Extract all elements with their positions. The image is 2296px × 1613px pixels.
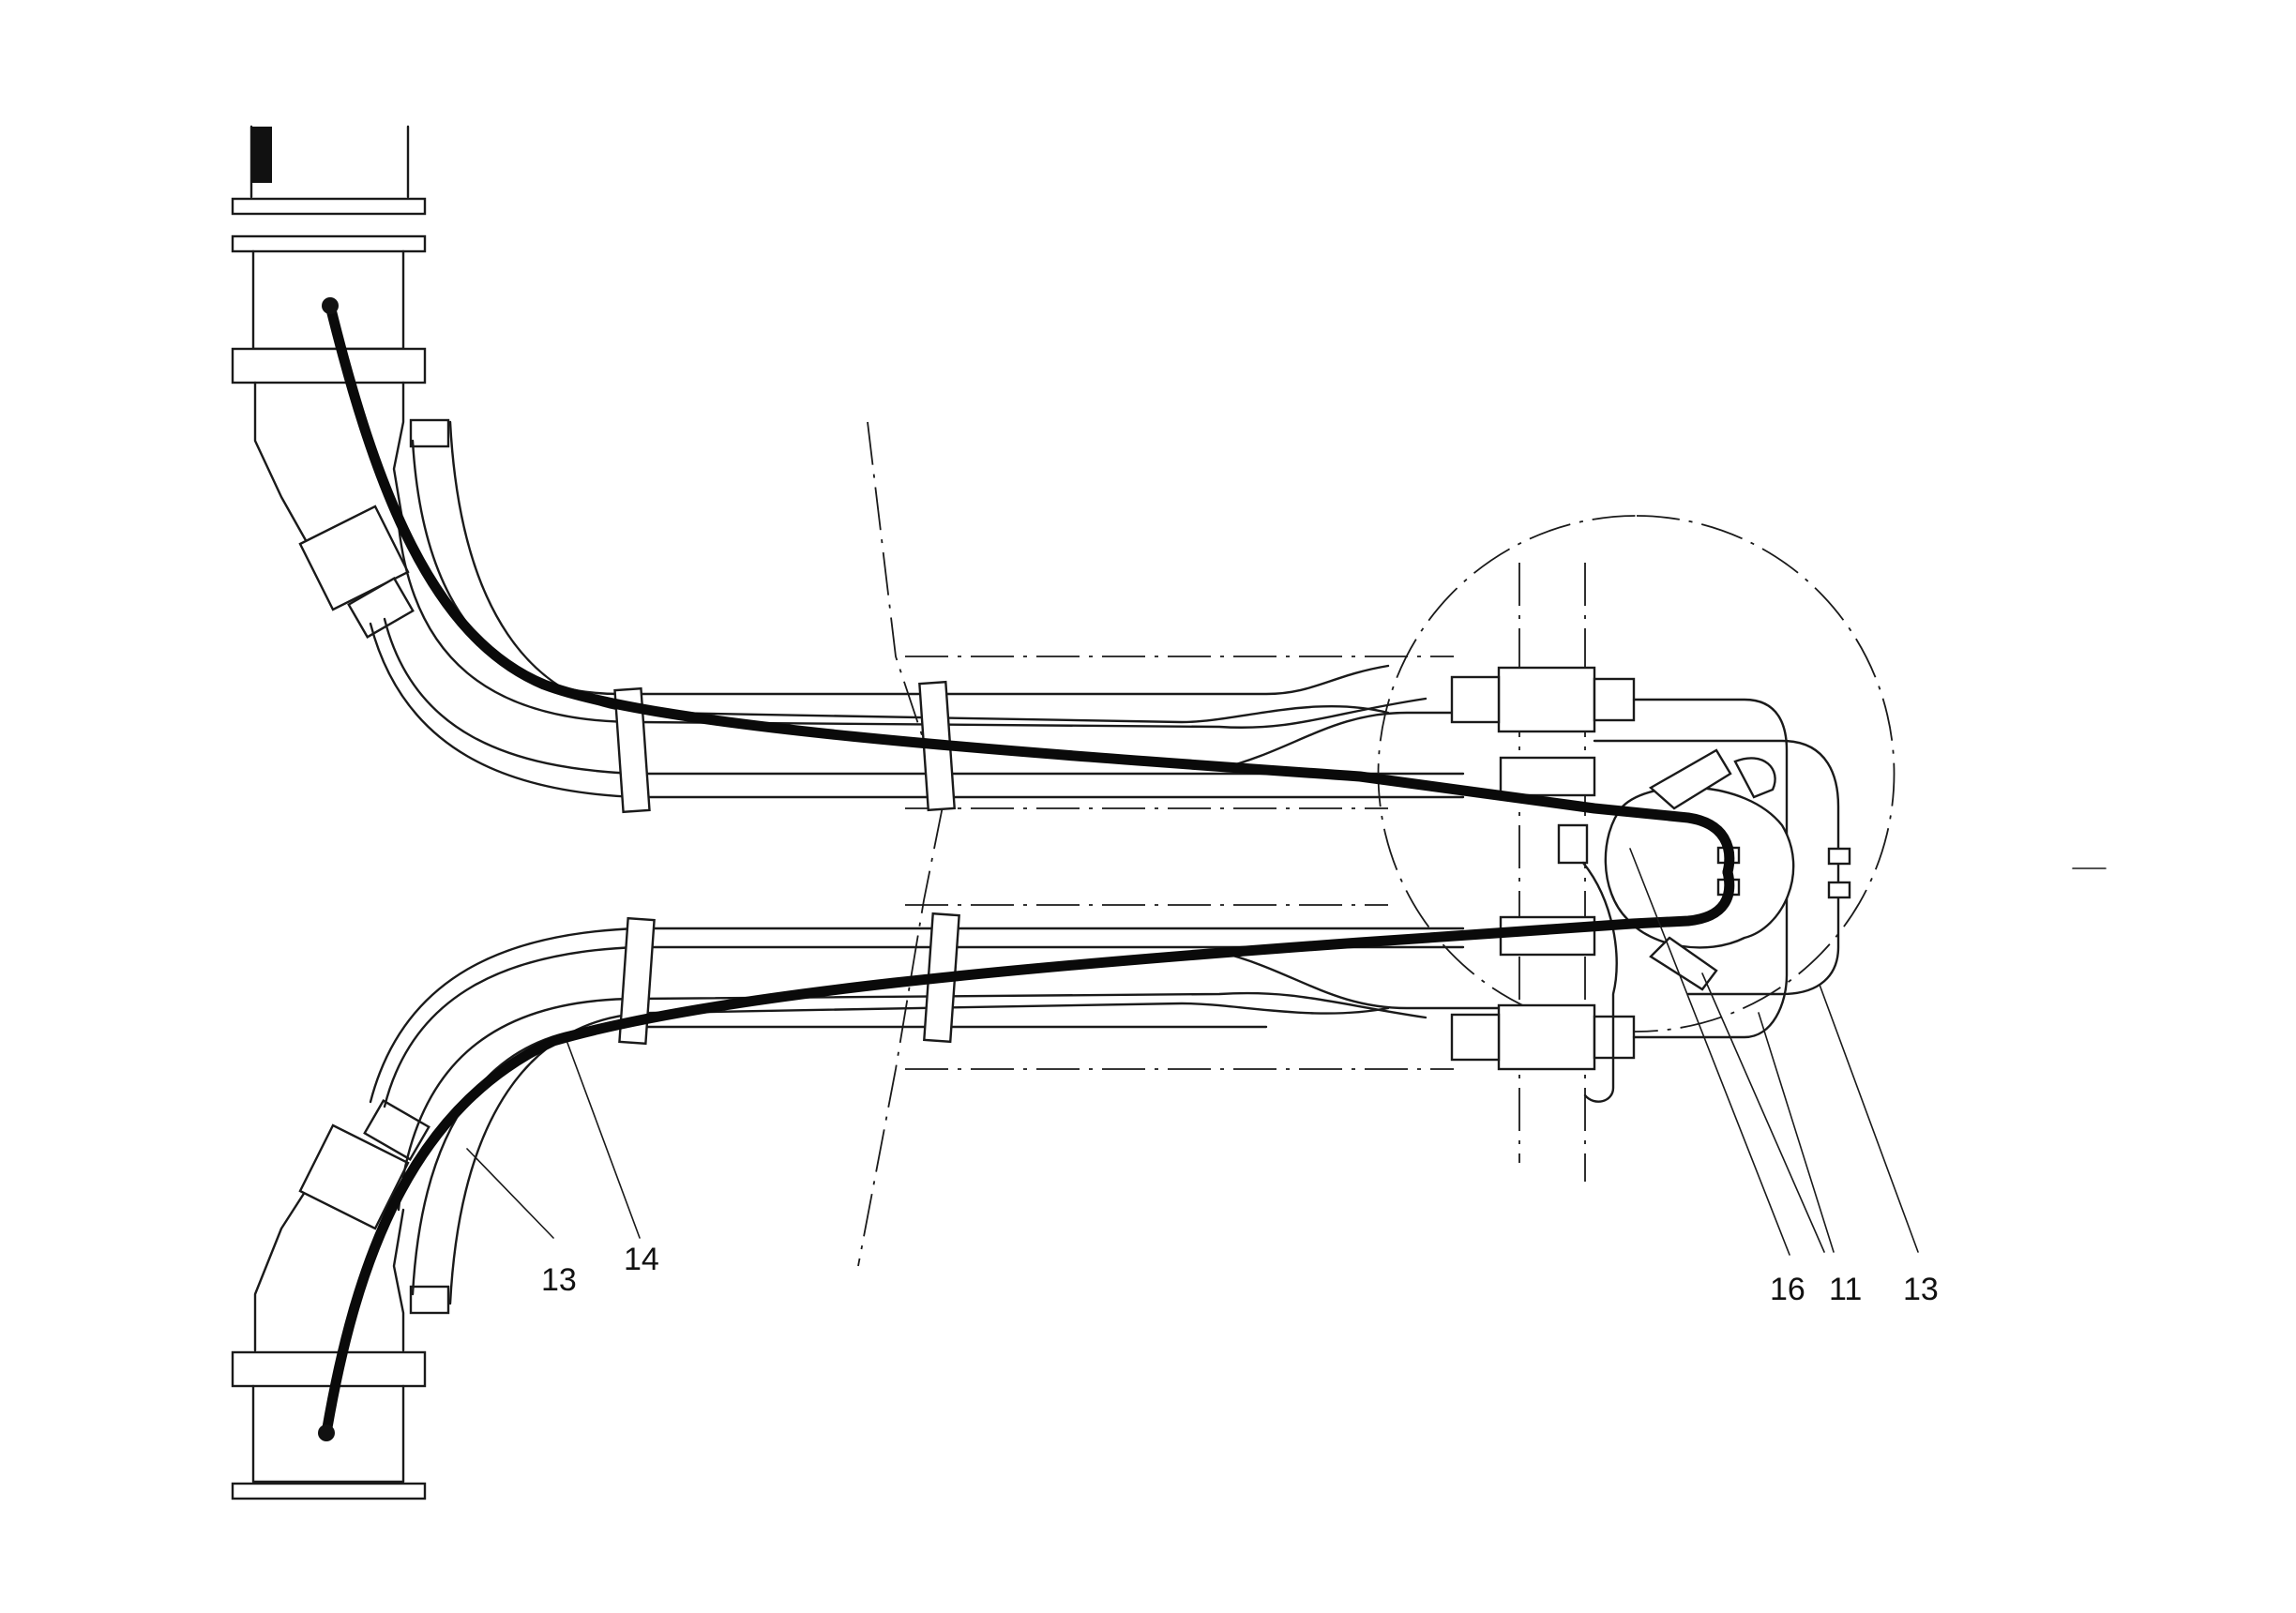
pump-assembly [1450, 666, 1851, 1103]
leader-14 [566, 1042, 641, 1239]
upper-tube-4 [369, 622, 1465, 799]
lower-valve-block [298, 1123, 410, 1230]
outer-loop-fitting-lower [1827, 881, 1851, 899]
callout-13-left: 13 [541, 1262, 577, 1298]
leader-16 [1629, 848, 1790, 1256]
clamp-lower-left [618, 916, 656, 1046]
vertical-centerline-upper [867, 421, 944, 807]
manifold-upper-left-nut [1450, 675, 1501, 724]
manifold-upper-right-nut [1593, 677, 1636, 722]
vertical-centerline-lower [857, 806, 944, 1267]
upper-tube-3 [383, 617, 1465, 776]
callout-14: 14 [624, 1242, 659, 1277]
leader-11-b [1758, 1012, 1835, 1253]
clamp-group [613, 680, 960, 1046]
upper-housing-base [231, 347, 427, 384]
pump-lobe-upper [1648, 748, 1732, 810]
upper-tube-2 [397, 523, 1427, 729]
upper-pipe-stub [249, 125, 410, 199]
heavy-hose-upper [325, 300, 1735, 878]
lower-tube-4 [369, 927, 1465, 1104]
heavy-hose-upper-end [322, 297, 339, 314]
manifold-upper-inner [1499, 756, 1596, 797]
lower-tube-1 [411, 1025, 1268, 1296]
upper-fitting-nut [409, 418, 450, 448]
crossover-tube-upper [1217, 711, 1540, 771]
pump-lobe-right [1733, 757, 1776, 799]
hose-bundle [369, 420, 1540, 1305]
upper-valve-nut [347, 577, 415, 639]
manifold-upper-block [1497, 666, 1596, 733]
upper-flange-collar [231, 234, 427, 253]
crossover-tube-lower [1217, 950, 1540, 1010]
lower-housing-top [231, 1350, 427, 1388]
heavy-hose-lower [321, 867, 1735, 1439]
lower-tube-5 [448, 1002, 1390, 1305]
outer-loop [1593, 739, 1840, 996]
manifold-lower-block [1497, 1003, 1596, 1071]
leader-13-left [466, 1148, 554, 1239]
clamp-upper-left [613, 686, 651, 814]
centerline-group [857, 421, 2107, 1267]
upper-tube-5 [448, 420, 1390, 724]
upper-housing [231, 125, 450, 639]
pump-drain-line [1581, 861, 1618, 1103]
lower-fitting-nut [409, 1285, 450, 1315]
upper-elbow-outline [253, 381, 405, 574]
lower-tube-3 [383, 945, 1465, 1108]
lower-tube-2 [397, 991, 1427, 1212]
callout-11: 11 [1829, 1272, 1863, 1307]
leader-lines [466, 848, 1919, 1256]
pump-inlet-fitting [1557, 823, 1589, 865]
heavy-hose-lower-end [318, 1425, 335, 1441]
lower-valve-nut [363, 1099, 430, 1161]
lower-elbow-outline [253, 1161, 405, 1352]
lower-flange-bottom [231, 1482, 427, 1500]
heavy-hose [318, 297, 1735, 1441]
callout-13-right: 13 [1903, 1272, 1939, 1307]
upper-flange-top [231, 197, 427, 216]
lower-housing [231, 1099, 450, 1500]
lower-housing-body [251, 1384, 405, 1484]
leader-11-a [1701, 972, 1825, 1253]
upper-pipe-hatching [251, 127, 272, 183]
outer-loop-fitting-upper [1827, 847, 1851, 866]
leader-13-right [1819, 984, 1919, 1253]
pump-circle [1377, 515, 1896, 1033]
callout-16: 16 [1770, 1272, 1805, 1307]
manifold-lower-left-nut [1450, 1013, 1501, 1062]
pump-lobe-lower [1649, 936, 1718, 991]
